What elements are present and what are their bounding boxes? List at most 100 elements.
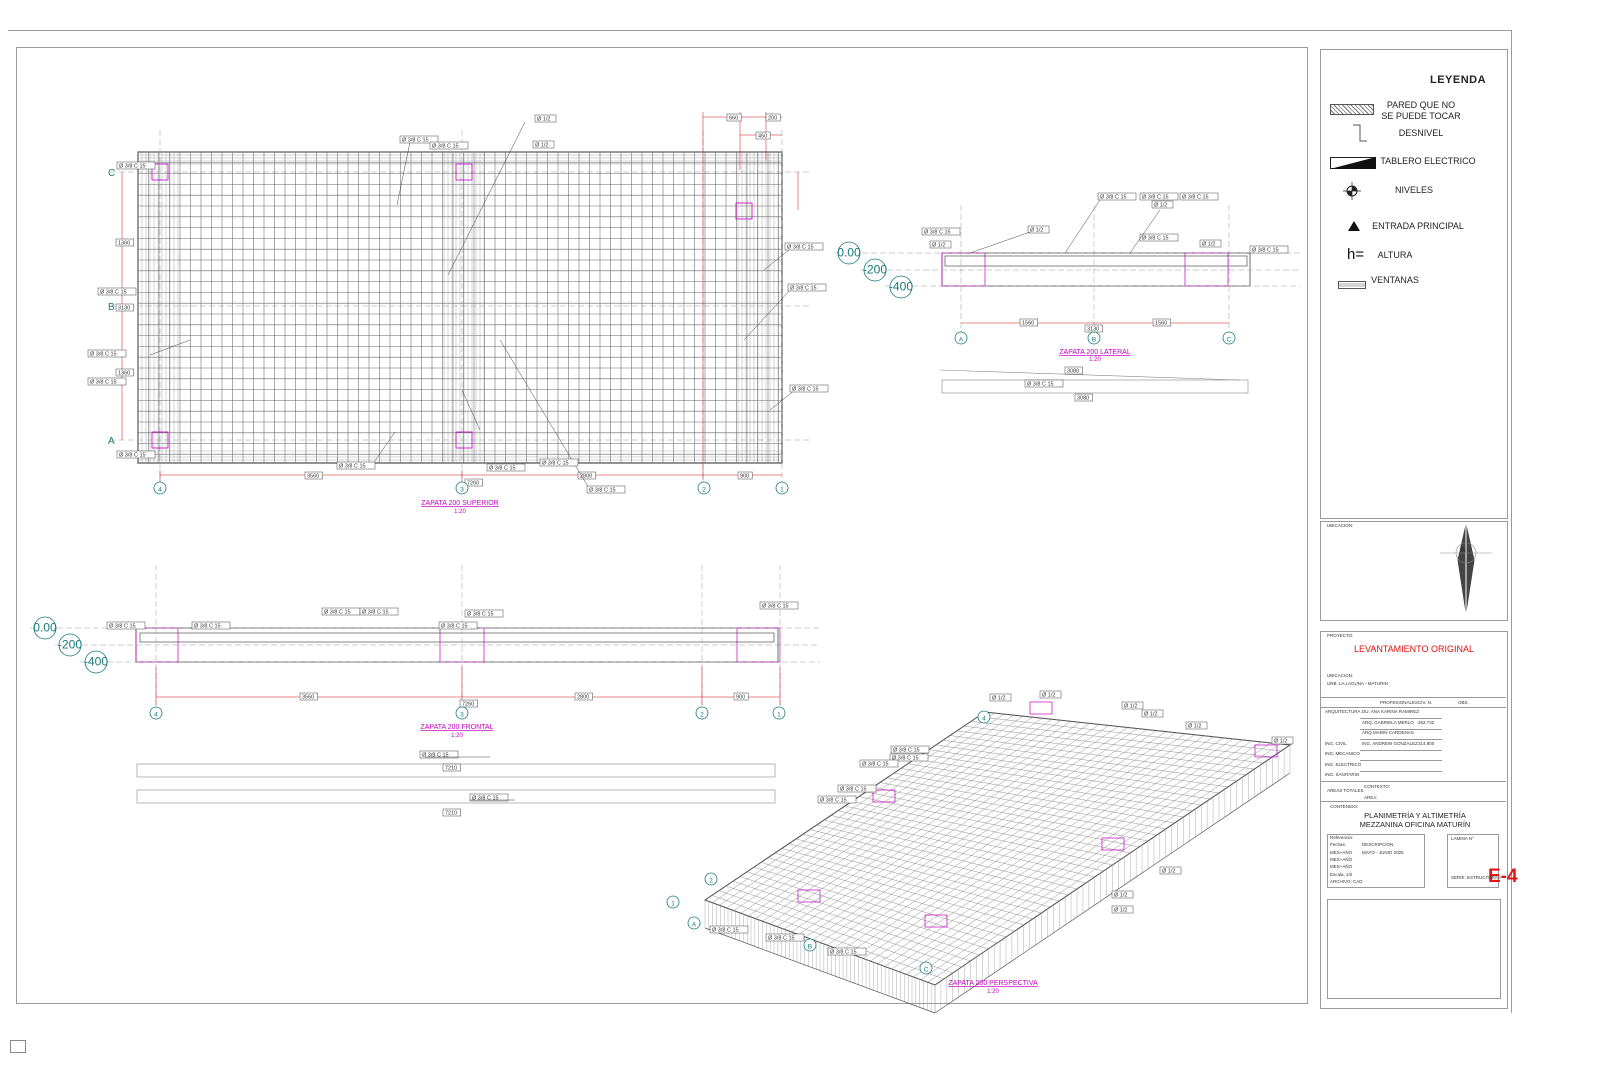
ref-key: Fechas: [1330,842,1347,848]
lateral-column [941,252,986,287]
dim-tag [115,368,134,377]
ref-value: MAYO - JUNIO 2025 [1362,849,1404,855]
dim-tag [1064,366,1083,375]
project-name: LEVANTAMIENTO ORIGINAL [1354,644,1475,654]
dim-text: Ø 1/2 [992,696,1005,702]
dim-text: 1560 [1022,321,1034,327]
dim-text: 3080 [1067,369,1079,375]
dim-tag [1097,192,1137,201]
dim-tag [116,450,156,459]
legend-label-windows: VENTANAS [1371,275,1419,285]
north-arrow-icon: N [1440,524,1492,613]
line [906,740,1252,975]
line [855,733,1186,956]
plan-title: ZAPATA 200 SUPERIOR [421,500,498,507]
lateral-title: ZAPATA 200 LATERAL [1059,349,1131,356]
frontal-bar [139,632,775,643]
lateral-column [1184,252,1229,287]
dim-tag [755,131,771,140]
dim-tag [837,784,877,793]
axis-bubble [954,331,968,345]
dim-tag [419,750,459,759]
dim-tag [106,621,146,630]
dim-text: 7260 [462,702,474,708]
dim-text: Ø 1/2 [932,243,945,249]
dim-text: Ø 3/8 C 15 [1142,195,1169,201]
dim-tag [399,135,439,144]
col-civ: CIV. N. [1418,700,1433,705]
legend-label-height: ALTURA [1377,250,1413,260]
dim-text: Ø 3/8 C 15 [840,787,867,793]
axis-bubble [1087,331,1101,345]
dim-tag [1111,905,1134,914]
dim-tag [733,692,749,701]
dim-text: 3560 [307,474,319,480]
dim-text: 3130 [1087,327,1099,333]
dim-text: Ø 3/8 C 15 [542,461,569,467]
series-label: SERIE: ESTRUCTURAS [1451,875,1501,880]
dim-tag [116,161,156,170]
dim-tag [859,759,899,768]
dim-tag [442,808,461,817]
axis-label: 0.00 [33,621,57,635]
dim-text: 7260 [467,481,479,487]
dim-tag [1159,866,1182,875]
dim-tag [787,283,827,292]
axis-bubble [837,241,861,265]
dim-text: Ø 1/2 [535,143,548,149]
dim-text: Ø 1/2 [1114,908,1127,914]
location-value: URB. LA LAGUNA - MATURIN [1327,681,1388,686]
dim-tag [586,485,626,494]
content-label: CONTENIDO: [1330,804,1359,809]
axis-bubble [803,938,817,952]
axis-label: 4 [158,487,162,494]
axis-label: 0.00 [837,246,861,260]
axis-bubble [58,633,82,657]
dim-tag [359,607,399,616]
dim-tag [765,113,781,122]
persp-column [797,889,821,903]
line [704,927,936,1014]
lateral-scale: 1:20 [1089,357,1101,363]
content-title: PLANIMETRÍA Y ALTIMETRÍA [1364,811,1466,820]
line [461,389,481,431]
legend-label-wall: PARED QUE NO SE PUEDE TOCAR [1381,100,1461,121]
axis-bubble [775,481,789,495]
location-panel [1320,521,1508,621]
row-discipline: ING. SANITARIO [1325,772,1360,777]
dim-tag [929,240,952,249]
dim-tag [1179,192,1219,201]
perspective-title: ZAPATA 200 PERSPECTIVA [948,980,1038,987]
dim-text: Ø 3/8 C 15 [90,380,117,386]
dim-text: 660 [729,116,738,122]
dim-text: Ø 3/8 C 15 [589,488,616,494]
dim-tag [1121,701,1144,710]
axis-label: 1 [777,712,781,719]
legend-label-main-entrance: ENTRADA PRINCIPAL [1372,221,1464,231]
dim-text: Ø 3/8 C 15 [422,753,449,759]
location-label: UBICACION: [1327,523,1354,528]
dim-tag [1019,318,1038,327]
axis-label: B [808,944,813,951]
line [791,724,1100,933]
sheet-border [8,30,1512,1013]
axis-bubble [1222,331,1236,345]
dim-text: Ø 3/8 C 15 [762,604,789,610]
axis-bubble [977,710,991,724]
legend-panel [1320,49,1508,519]
dim-tag [429,141,469,150]
line [719,713,1005,906]
dim-tag [1027,225,1050,234]
frontal-title: ZAPATA 200 FRONTAL [420,724,493,731]
line [447,121,526,276]
axis-label: C [1227,337,1232,344]
dim-text: Ø 3/8 C 15 [892,756,919,762]
dim-text: 900 [740,474,749,480]
title-block-panel [1320,631,1508,1009]
axis-bubble [697,481,711,495]
dim-tag [539,458,579,467]
dim-tag [737,471,753,480]
axis-label: A [959,337,964,344]
line [870,735,1205,962]
